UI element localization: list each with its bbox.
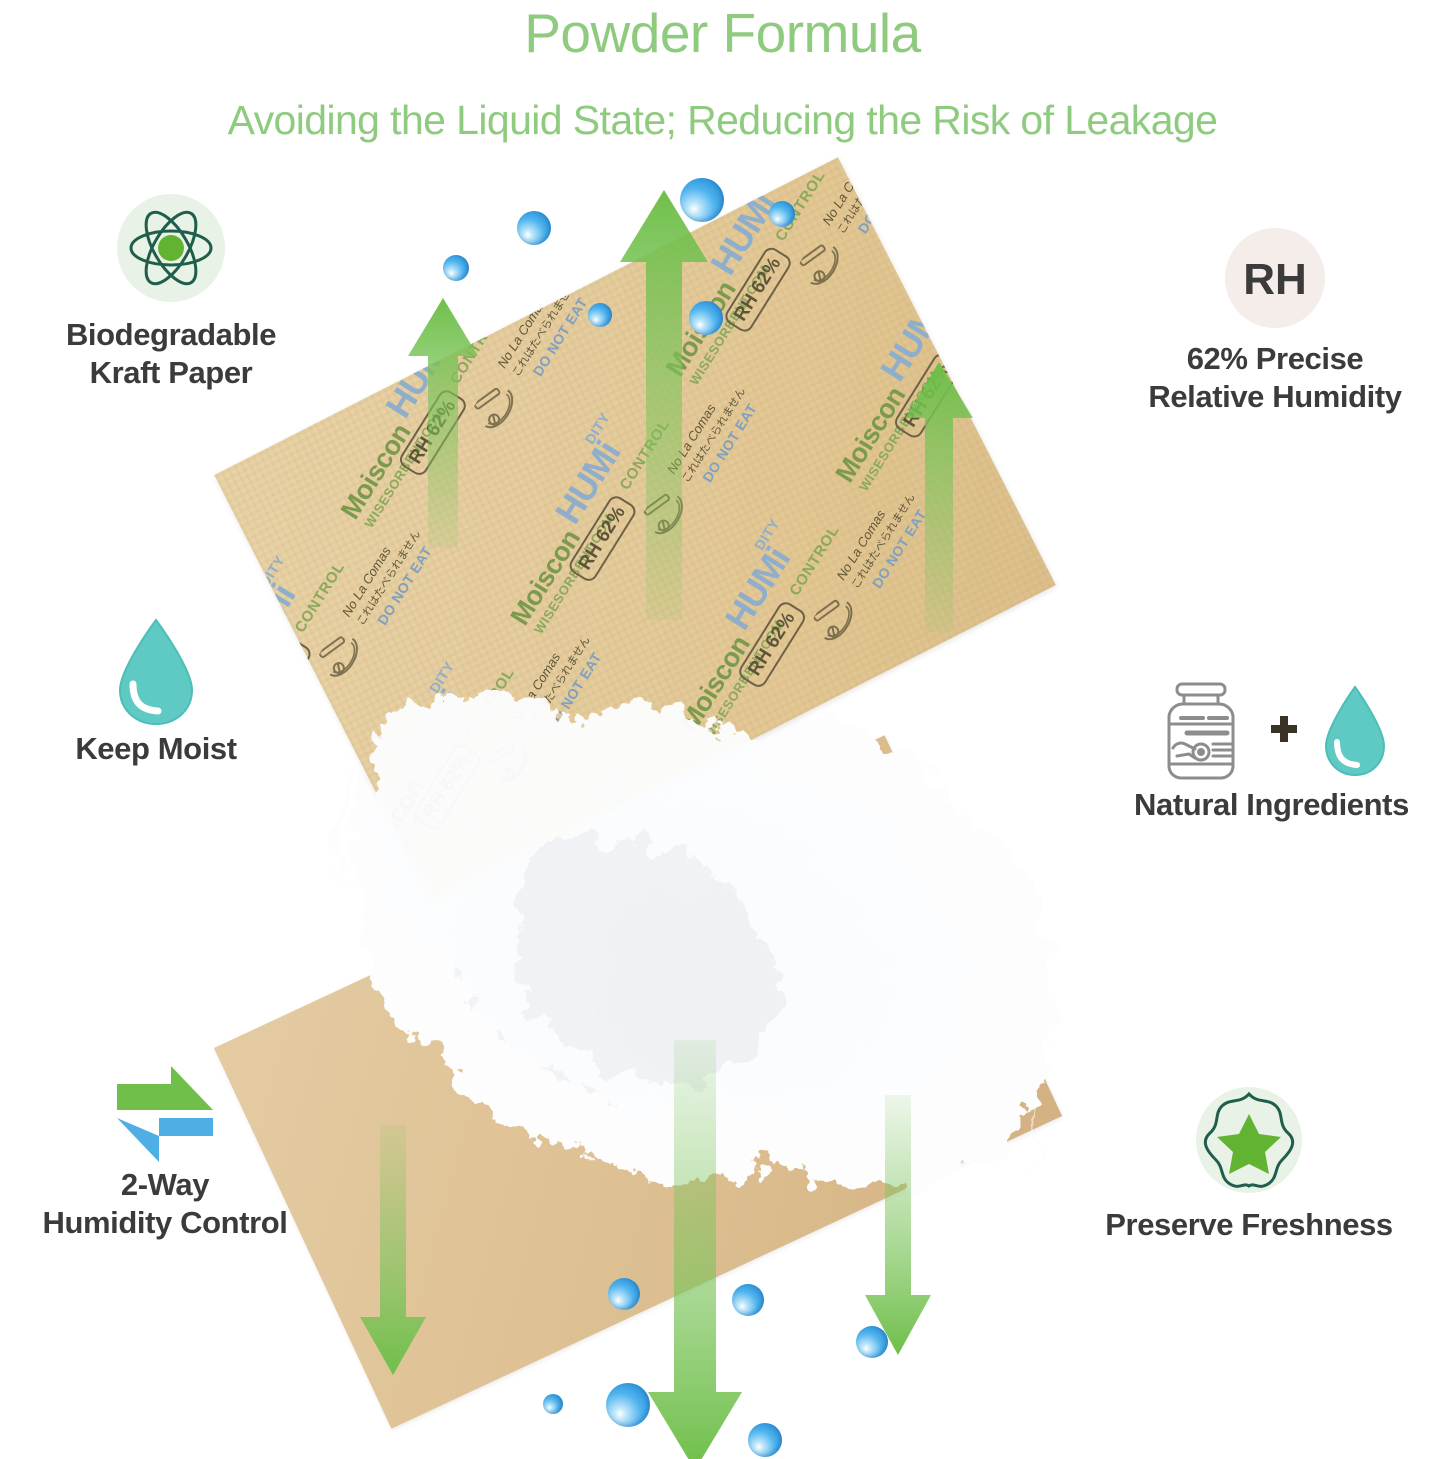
no-eating-icon bbox=[473, 387, 514, 428]
print-cell: Moiscon WISESORBENT.COM HUMi DITY CONTRO… bbox=[214, 495, 472, 850]
natural-ingredients-icon-wrap bbox=[1098, 676, 1445, 786]
water-bubble-icon bbox=[748, 1423, 782, 1457]
page-title: Powder Formula bbox=[524, 2, 921, 64]
feature-two-way-humidity-control: 2-Way Humidity Control bbox=[10, 1062, 320, 1242]
no-eating-icon bbox=[799, 244, 839, 286]
rh-value: 62% bbox=[577, 157, 616, 192]
no-eating-icon bbox=[813, 599, 853, 640]
feature-label: 2-Way Humidity Control bbox=[42, 1167, 288, 1240]
water-bubble-icon bbox=[608, 1278, 640, 1310]
supplement-jar-icon bbox=[1167, 682, 1234, 780]
do-not-eat-text: DO NOT EAT bbox=[854, 157, 916, 237]
control-text: CONTROL bbox=[941, 273, 999, 351]
water-drop-icon bbox=[1324, 685, 1385, 777]
arrow-down-icon bbox=[360, 1125, 426, 1375]
rh-value: 62% bbox=[747, 253, 786, 298]
humi-text: HUMi bbox=[533, 157, 615, 176]
water-bubble-icon bbox=[443, 255, 469, 281]
water-bubble-icon bbox=[588, 303, 612, 327]
atom-icon-wrap bbox=[6, 186, 336, 316]
star-badge-icon-wrap bbox=[1053, 1080, 1445, 1206]
rh-badge-icon: RH bbox=[1225, 228, 1325, 328]
water-bubble-icon bbox=[680, 178, 724, 222]
feature-preserve-freshness: Preserve Freshness bbox=[1053, 1080, 1445, 1244]
rh-label: RH bbox=[560, 184, 593, 219]
water-bubble-icon bbox=[606, 1383, 650, 1427]
kraft-paper-sheet bbox=[213, 735, 1063, 1429]
plus-icon bbox=[1270, 716, 1297, 742]
page-subtitle: Avoiding the Liquid State; Reducing the … bbox=[227, 97, 1218, 143]
atom-icon bbox=[117, 194, 225, 302]
dity-text: DITY bbox=[256, 552, 288, 590]
feature-natural-ingredients: Natural Ingredients bbox=[1098, 676, 1445, 824]
feature-label: Keep Moist bbox=[75, 731, 237, 766]
arrow-up-icon bbox=[408, 298, 478, 548]
water-bubble-icon bbox=[689, 301, 723, 335]
water-bubble-icon bbox=[732, 1284, 764, 1316]
water-drop-icon bbox=[118, 618, 194, 726]
arrow-up-icon bbox=[905, 362, 973, 632]
feature-keep-moist: Keep Moist bbox=[16, 612, 296, 768]
feature-label: Natural Ingredients bbox=[1134, 787, 1409, 822]
print-cell: Moiscon WISESORBENT.COM HUMi DITY CONTRO… bbox=[628, 157, 953, 458]
water-bubble-icon bbox=[517, 211, 551, 245]
no-eating-icon bbox=[488, 742, 528, 783]
japanese-warning-text: これはたべられません bbox=[1005, 243, 1056, 343]
feature-label: 62% Precise Relative Humidity bbox=[1148, 341, 1402, 414]
rh-badge-icon-wrap: RH bbox=[1110, 222, 1440, 340]
feature-label: Preserve Freshness bbox=[1105, 1207, 1393, 1242]
rh-value: 62% bbox=[436, 751, 475, 795]
star-badge-icon bbox=[1196, 1087, 1302, 1193]
print-cell: Moiscon WISESORBENT.COM HUMi DITY CONTRO… bbox=[303, 247, 628, 602]
do-not-eat-text: DO NOT EAT bbox=[1024, 258, 1056, 343]
print-cell: Moiscon WISESORBENT.COM HUMi DITY CONTRO… bbox=[642, 459, 967, 814]
arrow-down-icon bbox=[865, 1095, 931, 1355]
rh-value-box: RH 62% bbox=[552, 157, 625, 230]
arrow-up-icon bbox=[620, 190, 708, 620]
water-drop-icon-wrap bbox=[16, 612, 296, 730]
dity-text: DITY bbox=[736, 160, 769, 199]
arrow-down-icon bbox=[648, 1040, 742, 1459]
water-bubble-icon bbox=[769, 201, 795, 227]
feature-precise-relative-humidity: RH 62% Precise Relative Humidity bbox=[1110, 222, 1440, 416]
no-eating-icon bbox=[318, 636, 358, 677]
no-la-comas-text: No La Comas bbox=[988, 258, 1044, 334]
two-way-arrows-icon bbox=[117, 1066, 213, 1162]
feature-label: Biodegradable Kraft Paper bbox=[65, 317, 277, 390]
feature-biodegradable-kraft-paper: Biodegradable Kraft Paper bbox=[6, 186, 336, 392]
rh-value: 62% bbox=[761, 608, 800, 652]
dity-text: DITY bbox=[906, 266, 939, 305]
water-bubble-icon bbox=[543, 1394, 563, 1414]
water-bubble-icon bbox=[856, 1326, 888, 1358]
rh-badge-text: RH bbox=[1243, 255, 1307, 304]
two-way-arrows-icon-wrap bbox=[10, 1062, 320, 1166]
